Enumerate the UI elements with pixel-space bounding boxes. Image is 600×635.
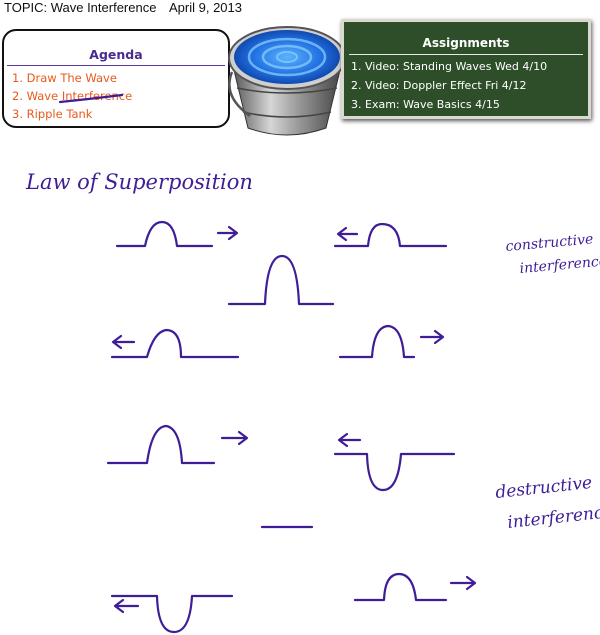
label-destructive: destructive (494, 473, 593, 503)
arrow-right (421, 331, 443, 343)
pulse-left (112, 330, 238, 357)
inverted-pulse-left (112, 596, 232, 632)
sum-pulse (229, 256, 333, 304)
label-destructive-2: interference (506, 502, 600, 533)
label-constructive-2: interference (519, 253, 600, 277)
arrow-right (222, 432, 247, 444)
pulse-right (108, 426, 214, 463)
heading-superposition: Law of Superposition (25, 170, 253, 194)
pulse-right (117, 222, 212, 246)
agenda-underline (60, 95, 122, 102)
arrow-left (339, 434, 360, 446)
inverted-pulse-left (335, 454, 454, 490)
arrow-left (338, 228, 357, 240)
arrow-right (451, 577, 475, 589)
pulse-right (340, 326, 414, 357)
pulse-right (355, 574, 446, 600)
arrow-right (218, 227, 237, 239)
arrow-left (113, 336, 134, 348)
arrow-left (115, 600, 138, 612)
label-constructive: constructive (505, 231, 594, 255)
